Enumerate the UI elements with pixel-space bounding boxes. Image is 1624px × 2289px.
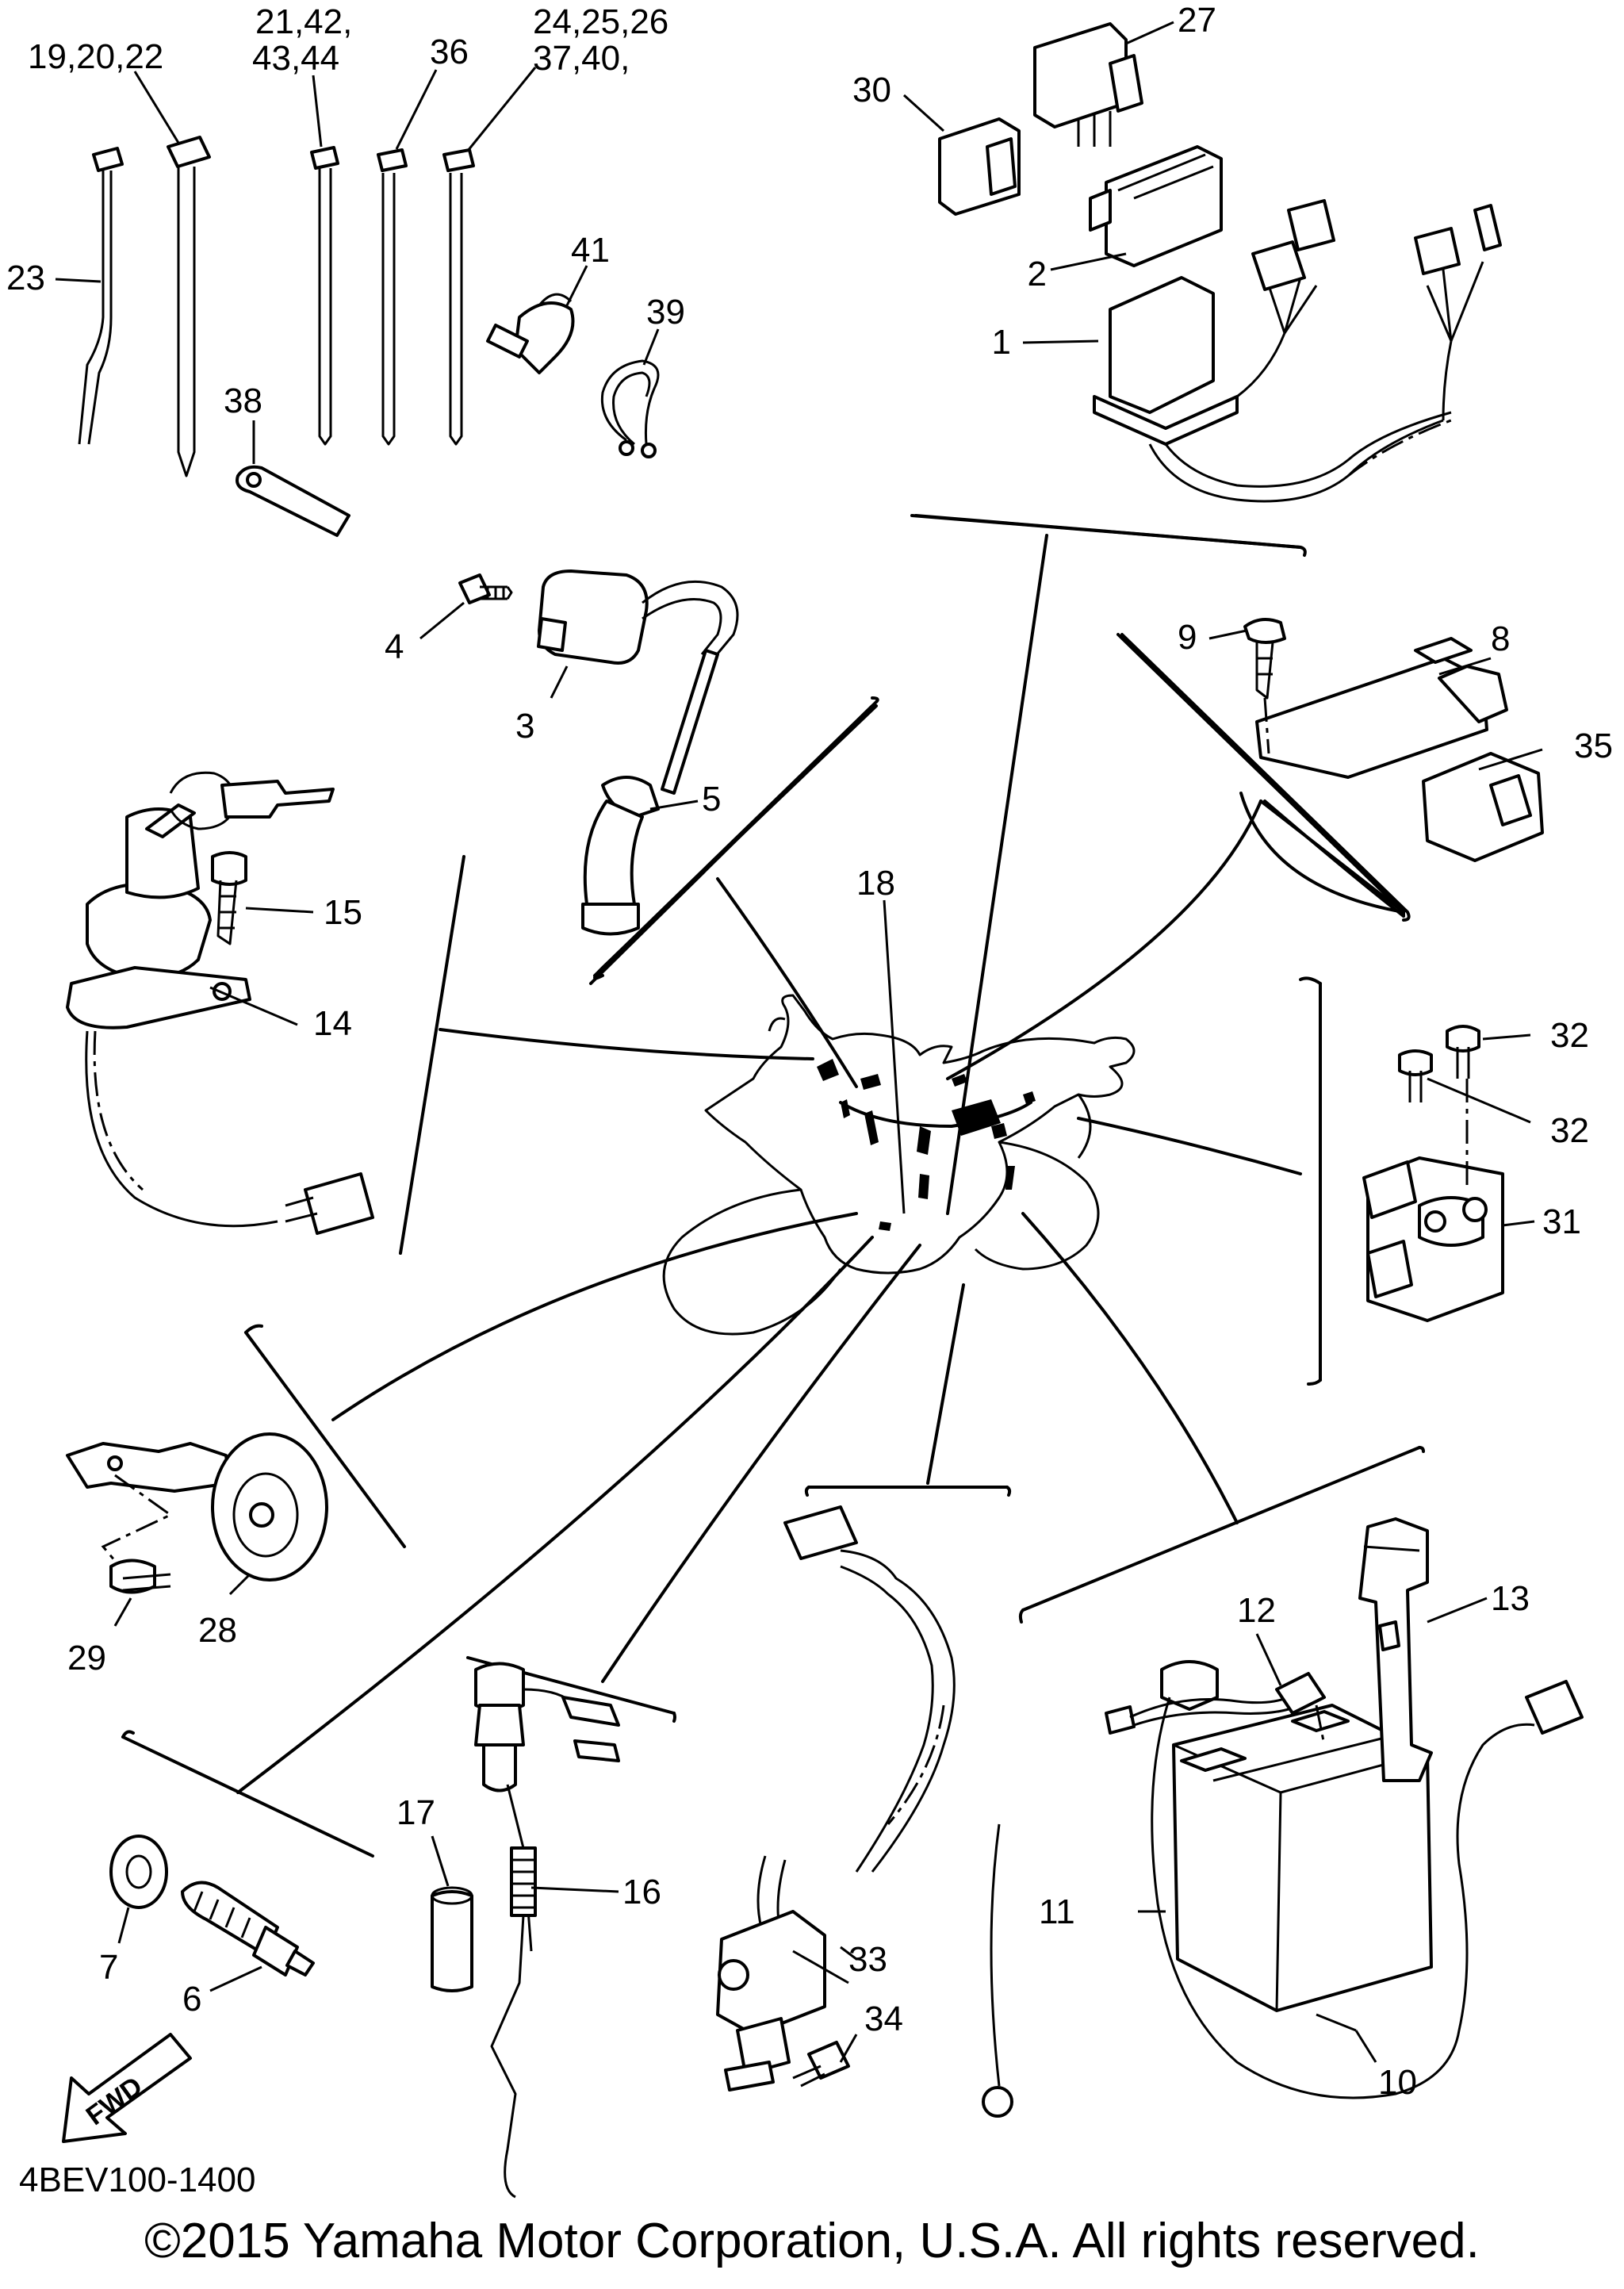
label-3: 3: [515, 707, 534, 746]
label-43-44: 43,44: [252, 39, 339, 78]
label-19-20-22: 19,20,22: [28, 37, 163, 76]
part-rectifier-regulator: 8: [1255, 619, 1510, 779]
label-32-bottom: 32: [1550, 1111, 1589, 1150]
label-2: 2: [1028, 255, 1047, 293]
part-battery-cable-11: 11: [1039, 1660, 1584, 2099]
part-plug-cap-5: 5: [649, 780, 721, 819]
part-battery: 10: [1172, 1704, 1433, 2102]
label-38: 38: [224, 382, 262, 420]
part-screw-34: 34: [792, 2000, 903, 2088]
label-14: 14: [313, 1004, 352, 1043]
label-4: 4: [385, 627, 404, 666]
label-33: 33: [848, 1940, 887, 1979]
label-5: 5: [702, 780, 721, 819]
label-34: 34: [864, 2000, 903, 2038]
part-cable-tie-19: 19,20,22: [28, 37, 211, 477]
label-41: 41: [571, 231, 610, 270]
label-18: 18: [856, 864, 895, 903]
label-30: 30: [852, 71, 891, 109]
label-23: 23: [6, 259, 45, 297]
part-bolts-32: 32 32: [1398, 1016, 1589, 1190]
part-bolt-29: 29: [67, 1474, 173, 1677]
part-lead-38: 38: [224, 382, 350, 537]
part-cdi-cover: 2: [1028, 145, 1223, 293]
part-collar-17: 17: [396, 1793, 473, 1992]
part-bolt-4: 4: [385, 573, 513, 666]
frame-silhouette: [662, 994, 1136, 1336]
label-39: 39: [646, 293, 685, 332]
section-bracket-rectifier: [1120, 633, 1411, 922]
part-relay-30: 30: [852, 71, 1021, 216]
label-28: 28: [198, 1611, 237, 1650]
connector-lines: [121, 514, 1425, 1858]
label-8: 8: [1491, 619, 1510, 658]
section-bracket-ignition-coil: [589, 696, 879, 985]
label-27: 27: [1178, 1, 1216, 40]
label-35: 35: [1574, 727, 1613, 765]
label-31: 31: [1542, 1202, 1581, 1241]
part-relay-35: 35: [1422, 727, 1613, 862]
part-washer-7: 7: [99, 1835, 168, 1987]
label-9: 9: [1178, 618, 1197, 657]
label-7: 7: [99, 1948, 118, 1987]
part-horn: 28: [66, 1432, 328, 1650]
label-17: 17: [396, 1793, 435, 1832]
part-clip-39: 39: [600, 293, 685, 458]
part-sensor-16: 16: [474, 1662, 661, 2199]
document-code: 4BEV100-1400: [19, 2161, 256, 2199]
part-screw-15: 15: [211, 851, 362, 945]
part-cable-tie-24: 24,25,26 37,40,: [442, 2, 668, 446]
part-cdi-unit: 1: [992, 199, 1502, 503]
part-cable-tie-36: 36: [377, 33, 469, 446]
part-stop-switch: 33: [716, 1505, 956, 2092]
section-bracket-relay: [914, 514, 1307, 557]
part-cable-tie-23: 23: [6, 147, 124, 445]
part-ignition-coil: 3: [515, 569, 739, 936]
part-starter-relay: 31: [1362, 1156, 1581, 1322]
part-battery-band-13: 13: [1358, 1517, 1530, 1782]
part-clamp-41: 41: [486, 231, 610, 374]
part-battery-cable-12: 12: [982, 1591, 1326, 2118]
part-wire-harness-18: 18: [856, 864, 906, 1214]
copyright-notice: ©2015 Yamaha Motor Corporation, U.S.A. A…: [144, 2214, 1480, 2268]
label-36: 36: [430, 33, 469, 71]
part-cable-tie-21: 21,42, 43,44: [252, 2, 352, 446]
label-6: 6: [182, 1980, 201, 2019]
label-13: 13: [1491, 1579, 1530, 1618]
label-29: 29: [67, 1639, 106, 1677]
fwd-arrow-icon: FWD: [62, 2033, 192, 2143]
part-main-switch: 14: [66, 771, 374, 1235]
label-1: 1: [992, 323, 1011, 362]
label-12: 12: [1237, 1591, 1276, 1630]
part-neutral-switch: 6: [181, 1881, 315, 2019]
label-15: 15: [324, 893, 362, 932]
label-32-top: 32: [1550, 1016, 1589, 1055]
label-16: 16: [622, 1873, 661, 1911]
label-11: 11: [1039, 1892, 1075, 1931]
part-bolt-9: 9: [1178, 618, 1286, 754]
label-21-42: 21,42,: [255, 2, 352, 41]
label-24-25-26: 24,25,26: [533, 2, 668, 41]
part-relay-27: 27: [1033, 1, 1216, 147]
label-37-40: 37,40,: [533, 39, 630, 78]
